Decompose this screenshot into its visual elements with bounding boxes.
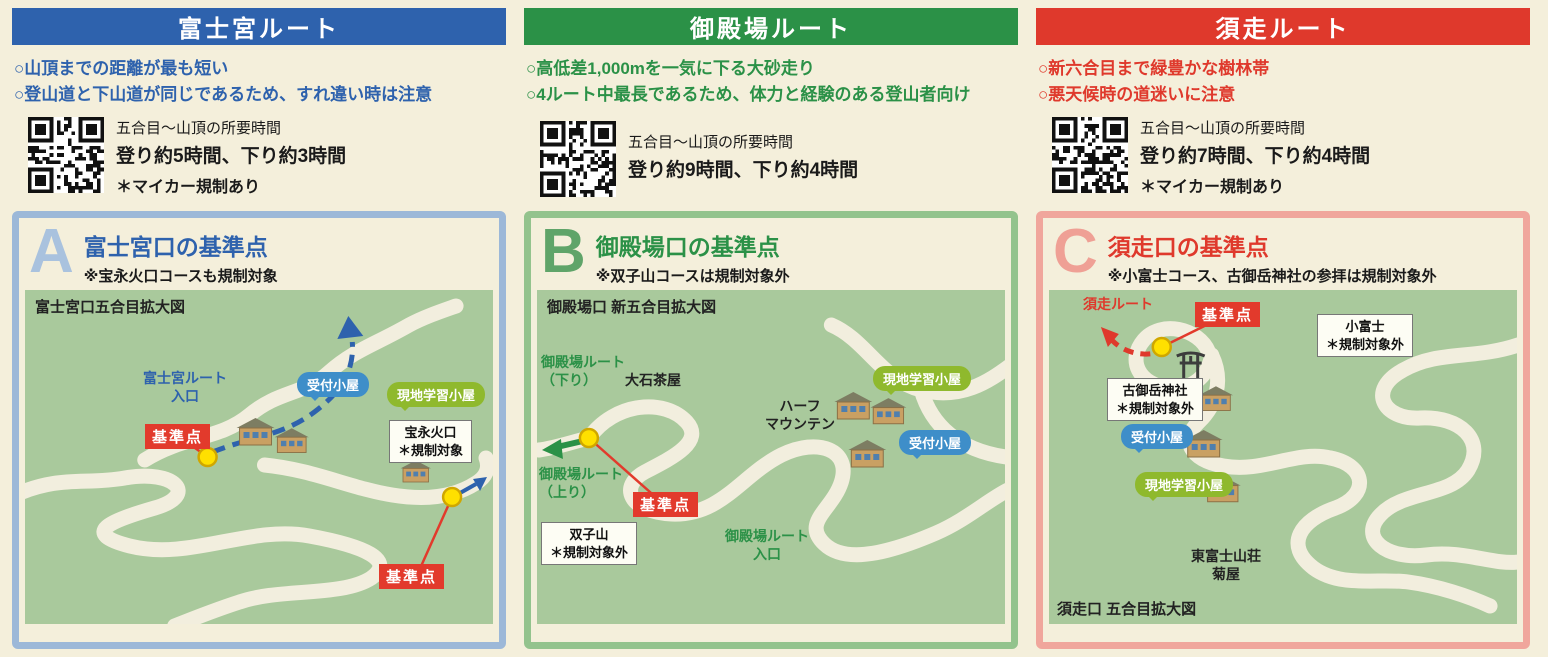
route-notes: ○山頂までの距離が最も短い ○登山道と下山道が同じであるため、すれ違い時は注意: [14, 56, 504, 107]
panel-title: 須走口の基準点: [1107, 234, 1269, 260]
qr-time-value: 登り約5時間、下り約3時間: [116, 146, 347, 167]
route-notes: ○高低差1,000mを一気に下る大砂走り ○4ルート中最長であるため、体力と経験…: [526, 56, 1016, 107]
lodge-label: 東富士山荘 菊屋: [1191, 548, 1261, 582]
route-entrance-label: 御殿場ルート 入口: [725, 528, 809, 562]
reception-hut-bubble: 受付小屋: [1121, 424, 1194, 453]
route-title: 御殿場ルート: [690, 16, 852, 43]
route-entrance-label: 富士宮ルート 入口: [143, 370, 227, 404]
panel-subtitle: ※宝永火口コースも規制対象: [83, 268, 278, 285]
checkpoint-badge: 基準点: [379, 564, 445, 589]
route-title: 富士宮ルート: [178, 16, 340, 43]
subashiri-route-label: 須走ルート: [1083, 296, 1153, 312]
building-icon: [1198, 385, 1234, 411]
checkpoint-badge: 基準点: [633, 492, 699, 517]
qr-code-icon: [540, 121, 616, 197]
map-caption: 御殿場口 新五合目拡大図: [547, 299, 717, 316]
map-caption: 富士宮口五合目拡大図: [35, 299, 186, 316]
checkpoint-badge: 基準点: [145, 424, 211, 449]
ascent-arrowhead-icon: [337, 316, 364, 339]
checkpoint-marker: [1151, 336, 1172, 358]
mycar-restriction-note: ＊マイカー規制あり: [116, 179, 261, 196]
route-note: ○4ルート中最長であるため、体力と経験のある登山者向け: [526, 84, 971, 104]
route-down-label: 御殿場ルート （下り）: [541, 354, 625, 388]
panel-letter: A: [29, 217, 74, 286]
qr-caption: 五合目〜山頂の所要時間 登り約9時間、下り約4時間: [628, 131, 858, 187]
building-icon: [400, 459, 432, 483]
checkpoint-marker: [441, 486, 463, 508]
building-icon: [869, 397, 907, 425]
learning-hut-bubble: 現地学習小屋: [387, 382, 486, 411]
route-note: ○新六合目まで緑豊かな樹林帯: [1038, 59, 1270, 78]
panel-subtitle: ※双子山コースは規制対象外: [595, 268, 790, 285]
panel-header: A 富士宮口の基準点 ※宝永火口コースも規制対象: [25, 217, 493, 290]
map-panel-gotemba: B 御殿場口の基準点 ※双子山コースは規制対象外: [524, 211, 1018, 649]
panel-title: 富士宮口の基準点: [83, 234, 268, 260]
qr-time-value: 登り約9時間、下り約4時間: [628, 160, 859, 181]
map-terrain: [537, 317, 1005, 563]
qr-code-icon: [28, 117, 104, 193]
checkpoint-badge: 基準点: [1195, 302, 1261, 327]
descent-arrowhead-icon: [541, 439, 563, 459]
route-up-label: 御殿場ルート （上り）: [539, 466, 623, 500]
subashiri-arrowhead-icon: [1100, 327, 1119, 347]
qr-section: 五合目〜山頂の所要時間 登り約9時間、下り約4時間: [540, 117, 1018, 201]
qr-time-value: 登り約7時間、下り約4時間: [1140, 146, 1371, 167]
route-notes: ○新六合目まで緑豊かな樹林帯 ○悪天候時の道迷いに注意: [1038, 56, 1528, 107]
reception-hut-bubble: 受付小屋: [899, 430, 972, 459]
route-header-subashiri: 須走ルート: [1036, 8, 1530, 45]
route-header-fujinomiya: 富士宮ルート: [12, 8, 506, 45]
map-fujinomiya: 富士宮口五合目拡大図 富士宮ルート 入口 受付小屋 現地学習小屋 基準点 宝永火…: [25, 290, 493, 624]
mycar-restriction-note: ＊マイカー規制あり: [1140, 179, 1285, 196]
reception-hut-bubble: 受付小屋: [297, 372, 370, 401]
map-panel-subashiri: C 須走口の基準点 ※小富士コース、古御岳神社の参拝は規制対象外: [1036, 211, 1530, 649]
qr-caption: 五合目〜山頂の所要時間 登り約5時間、下り約3時間 ＊マイカー規制あり: [116, 117, 346, 197]
map-subashiri: 須走ルート 基準点 小富士 ＊規制対象外 古御岳神社 ＊規制対象外 受付小屋 現…: [1049, 290, 1517, 624]
learning-hut-bubble: 現地学習小屋: [1135, 472, 1234, 501]
map-terrain: [1100, 318, 1517, 614]
checkpoint-connector-line: [588, 437, 658, 499]
route-title: 須走ルート: [1215, 16, 1351, 43]
column-subashiri: 須走ルート ○新六合目まで緑豊かな樹林帯 ○悪天候時の道迷いに注意 五合目〜山頂…: [1036, 8, 1530, 649]
route-note: ○登山道と下山道が同じであるため、すれ違い時は注意: [14, 84, 433, 104]
hoei-crater-box: 宝永火口 ＊規制対象: [389, 420, 473, 464]
qr-time-label: 五合目〜山頂の所要時間: [628, 134, 794, 151]
building-icon: [833, 391, 873, 420]
route-note: ○悪天候時の道迷いに注意: [1038, 84, 1236, 104]
half-mountain-label: ハーフ マウンテン: [765, 398, 835, 432]
map-caption: 須走口 五合目拡大図: [1057, 601, 1197, 618]
checkpoint-marker: [578, 427, 600, 449]
qr-time-label: 五合目〜山頂の所要時間: [1140, 120, 1306, 137]
qr-caption: 五合目〜山頂の所要時間 登り約7時間、下り約4時間 ＊マイカー規制あり: [1140, 117, 1370, 197]
panel-header: B 御殿場口の基準点 ※双子山コースは規制対象外: [537, 217, 1005, 290]
learning-hut-bubble: 現地学習小屋: [873, 366, 972, 395]
checkpoint-connector-line: [420, 496, 454, 567]
panel-subtitle: ※小富士コース、古御岳神社の参拝は規制対象外: [1107, 268, 1437, 285]
panel-title: 御殿場口の基準点: [595, 234, 780, 260]
route-note: ○山頂までの距離が最も短い: [14, 59, 229, 78]
column-fujinomiya: 富士宮ルート ○山頂までの距離が最も短い ○登山道と下山道が同じであるため、すれ…: [12, 8, 506, 649]
panel-header: C 須走口の基準点 ※小富士コース、古御岳神社の参拝は規制対象外: [1049, 217, 1517, 290]
route-continue-arrowhead-icon: [473, 477, 488, 491]
shrine-box: 古御岳神社 ＊規制対象外: [1107, 378, 1204, 422]
kofuji-box: 小富士 ＊規制対象外: [1317, 314, 1414, 358]
checkpoint-marker: [197, 446, 218, 468]
route-header-gotemba: 御殿場ルート: [524, 8, 1018, 45]
panel-letter: B: [541, 217, 586, 286]
qr-code-icon: [1052, 117, 1128, 193]
building-icon: [847, 439, 887, 468]
route-note: ○高低差1,000mを一気に下る大砂走り: [526, 59, 815, 78]
qr-time-label: 五合目〜山頂の所要時間: [116, 120, 282, 137]
column-gotemba: 御殿場ルート ○高低差1,000mを一気に下る大砂走り ○4ルート中最長であるた…: [524, 8, 1018, 649]
panel-letter: C: [1053, 217, 1098, 286]
oishi-teahouse-label: 大石茶屋: [625, 372, 681, 388]
qr-section: 五合目〜山頂の所要時間 登り約5時間、下り約3時間 ＊マイカー規制あり: [28, 117, 506, 201]
futagoyama-box: 双子山 ＊規制対象外: [541, 522, 638, 566]
route-continue-arrow: [459, 482, 478, 495]
map-panel-fujinomiya: A 富士宮口の基準点 ※宝永火口コースも規制対象: [12, 211, 506, 649]
qr-section: 五合目〜山頂の所要時間 登り約7時間、下り約4時間 ＊マイカー規制あり: [1052, 117, 1530, 201]
map-gotemba: 御殿場口 新五合目拡大図 御殿場ルート （下り） 大石茶屋 ハーフ マウンテン …: [537, 290, 1005, 624]
